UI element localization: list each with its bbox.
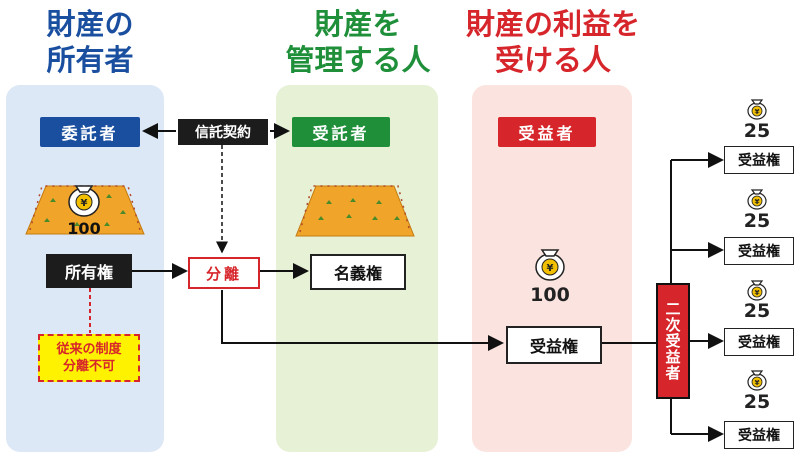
sub-bag-3: ¥ xyxy=(747,280,767,301)
sub-beneficial-box-2: 受益権 xyxy=(724,237,794,265)
sub-bag-2: ¥ xyxy=(747,189,767,210)
beneficial-box: 受益権 xyxy=(506,326,602,364)
beneficiary-box: 受益者 xyxy=(498,117,596,147)
money-bag-icon: ¥ xyxy=(747,99,767,120)
heading-beneficiary-line2: 受ける人 xyxy=(494,43,611,77)
money-bag-icon: ¥ xyxy=(68,185,100,217)
heading-owner-line1: 財産の xyxy=(46,7,134,41)
sub-bag-4: ¥ xyxy=(747,370,767,391)
separation-to-beneficial-arrow xyxy=(221,290,504,351)
old-system-note-line2: 分離不可 xyxy=(62,359,115,374)
coin-symbol-sub-3: ¥ xyxy=(755,289,760,297)
trustee-box: 受託者 xyxy=(292,117,390,147)
coin-symbol-owner: ¥ xyxy=(81,198,88,209)
trust-contract-box: 信託契約 xyxy=(178,119,268,145)
old-system-note-line1: 従来の制度 xyxy=(56,342,122,357)
land-illustration-owner: ¥ 100 xyxy=(25,185,145,238)
main-value: 100 xyxy=(530,284,570,306)
heading-manager: 財産を 管理する人 xyxy=(268,6,448,78)
money-bag-icon: ¥ xyxy=(747,370,767,391)
heading-owner-line2: 所有者 xyxy=(46,43,134,77)
land-value-owner: 100 xyxy=(67,219,100,238)
separation-box: 分離 xyxy=(188,257,260,289)
land-illustration-trustee xyxy=(295,185,415,237)
sub-value-4: 25 xyxy=(743,391,771,413)
nominal-box: 名義権 xyxy=(310,254,406,290)
coin-symbol-main: ¥ xyxy=(547,263,554,274)
coin-symbol-sub-2: ¥ xyxy=(755,198,760,206)
sub-value-1: 25 xyxy=(743,120,771,142)
settlor-box: 委託者 xyxy=(40,117,140,147)
sub-beneficial-box-1: 受益権 xyxy=(724,146,794,174)
heading-beneficiary: 財産の利益を 受ける人 xyxy=(448,6,658,78)
heading-owner: 財産の 所有者 xyxy=(20,6,160,78)
coin-symbol-sub-1: ¥ xyxy=(755,108,760,116)
money-bag-icon: ¥ xyxy=(747,280,767,301)
heading-manager-line1: 財産を xyxy=(314,7,402,41)
sub-bag-1: ¥ xyxy=(747,99,767,120)
money-bag-icon: ¥ xyxy=(535,249,565,281)
secondary-beneficiary-label: 二次受益者 xyxy=(663,301,682,381)
sub-beneficial-box-3: 受益権 xyxy=(724,328,794,356)
money-bag-main: ¥ xyxy=(535,249,565,281)
ownership-box: 所有権 xyxy=(46,254,132,288)
sub-beneficial-box-4: 受益権 xyxy=(724,421,794,449)
heading-manager-line2: 管理する人 xyxy=(285,43,431,77)
heading-beneficiary-line1: 財産の利益を xyxy=(465,7,640,41)
sub-value-2: 25 xyxy=(743,210,771,232)
coin-symbol-sub-4: ¥ xyxy=(755,379,760,387)
money-bag-icon: ¥ xyxy=(747,189,767,210)
secondary-beneficiary-box: 二次受益者 xyxy=(656,283,690,399)
sub-value-3: 25 xyxy=(743,300,771,322)
old-system-note: 従来の制度 分離不可 xyxy=(38,334,140,382)
